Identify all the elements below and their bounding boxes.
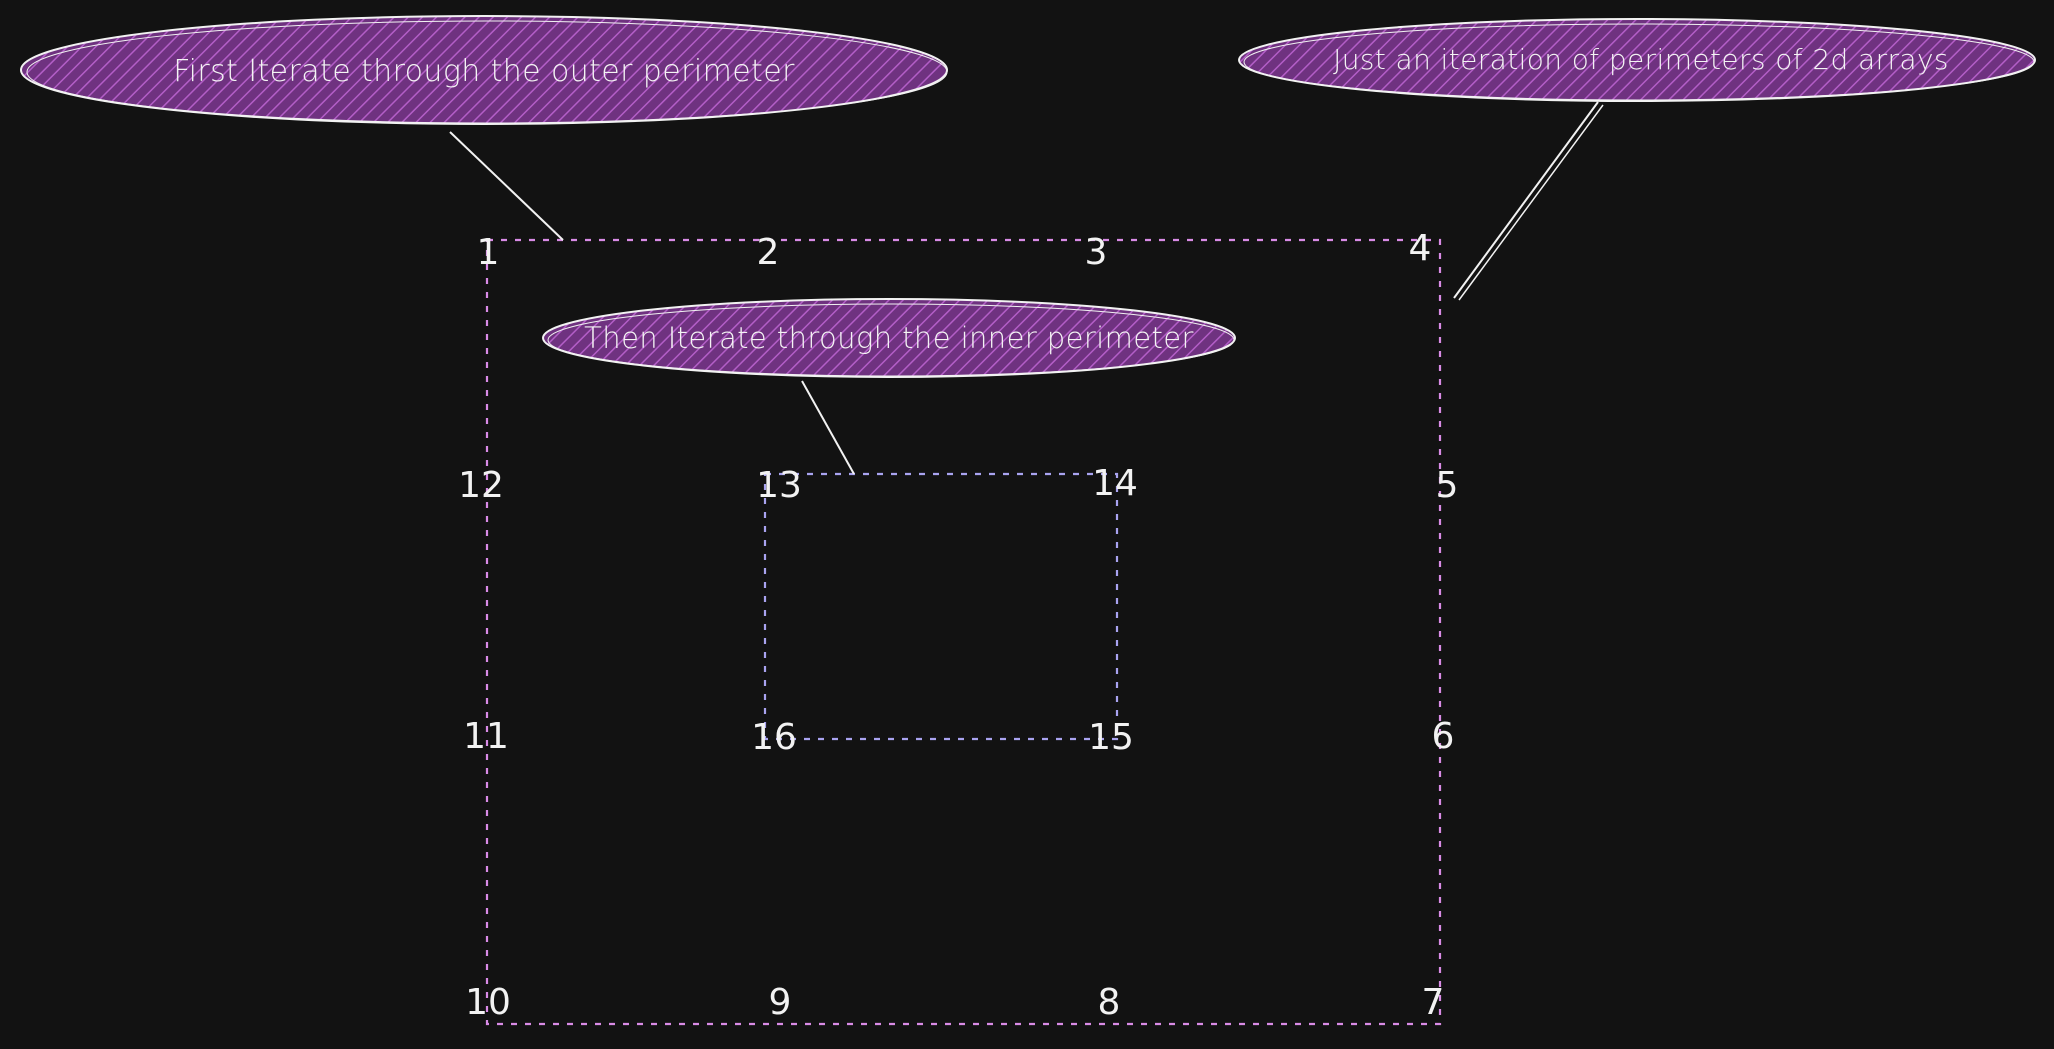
outer-number-1: 1 (477, 232, 500, 273)
summary-callout: Just an iteration of perimeters of 2d ar… (1238, 18, 2036, 102)
inner-callout-outline (547, 303, 1235, 377)
outer-callout-outline (26, 20, 948, 124)
outer-number-4: 4 (1409, 228, 1432, 269)
outer-number-10: 10 (465, 982, 511, 1023)
outer-callout-connector (449, 131, 564, 241)
inner-callout: Then Iterate through the inner perimeter (542, 298, 1236, 378)
inner-callout-text: Then Iterate through the inner perimeter (584, 321, 1194, 355)
inner-number-16: 16 (751, 717, 797, 758)
outer-number-2: 2 (757, 232, 780, 273)
inner-perimeter-rect (763, 472, 1119, 741)
inner-number-15: 15 (1088, 717, 1134, 758)
outer-number-7: 7 (1422, 982, 1445, 1023)
outer-perimeter-rect (485, 238, 1442, 1026)
summary-callout-connector-a (1453, 101, 1599, 299)
summary-callout-bubble (1238, 18, 2036, 102)
outer-number-3: 3 (1085, 232, 1108, 273)
summary-callout-text: Just an iteration of perimeters of 2d ar… (1333, 43, 1949, 76)
summary-callout-connector-b (1458, 104, 1604, 301)
outer-number-8: 8 (1098, 982, 1121, 1023)
outer-number-9: 9 (769, 982, 792, 1023)
outer-number-5: 5 (1436, 465, 1459, 506)
summary-callout-outline (1243, 23, 2035, 101)
outer-number-6: 6 (1432, 716, 1455, 757)
outer-callout-text: First Iterate through the outer perimete… (173, 54, 795, 89)
inner-callout-connector (801, 380, 855, 475)
inner-number-14: 14 (1092, 463, 1138, 504)
outer-number-11: 11 (463, 716, 509, 757)
outer-callout: First Iterate through the outer perimete… (20, 15, 948, 125)
inner-callout-bubble (542, 298, 1236, 378)
outer-number-12: 12 (458, 465, 504, 506)
inner-number-13: 13 (756, 465, 802, 506)
